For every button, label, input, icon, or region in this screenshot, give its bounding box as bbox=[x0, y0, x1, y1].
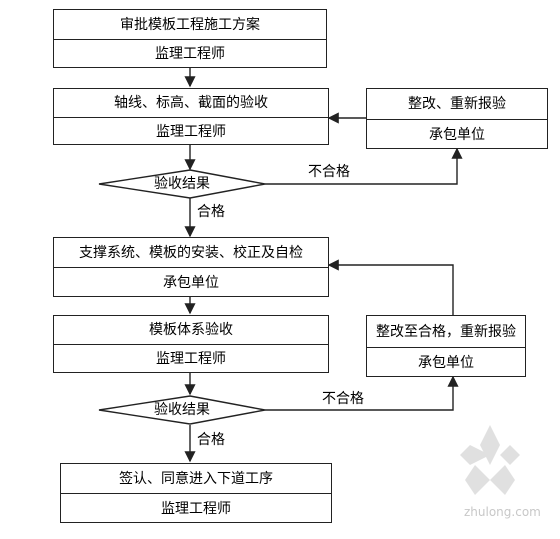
node-sign-off: 签认、同意进入下道工序 监理工程师 bbox=[60, 463, 332, 523]
node-rectify-2: 整改至合格，重新报验 承包单位 bbox=[366, 315, 526, 377]
node-rectify-2-title: 整改至合格，重新报验 bbox=[376, 323, 516, 340]
edge-fail-1-label: 不合格 bbox=[308, 164, 350, 180]
decision-1-label: 验收结果 bbox=[154, 176, 210, 192]
node-rectify-1-role: 承包单位 bbox=[429, 126, 485, 143]
node-check-system-role: 监理工程师 bbox=[156, 351, 226, 367]
node-rectify-1: 整改、重新报验 承包单位 bbox=[366, 88, 548, 149]
watermark-text: zhulong.com bbox=[464, 505, 541, 519]
node-check-axis: 轴线、标高、截面的验收 监理工程师 bbox=[53, 88, 329, 145]
node-install-role: 承包单位 bbox=[163, 274, 219, 291]
node-check-axis-role: 监理工程师 bbox=[156, 123, 226, 140]
node-install-title: 支撑系统、模板的安装、校正及自检 bbox=[79, 244, 303, 261]
node-check-system-title: 模板体系验收 bbox=[149, 322, 233, 338]
node-rectify-2-role: 承包单位 bbox=[418, 354, 474, 371]
edge-fail-2-label: 不合格 bbox=[322, 391, 364, 407]
watermark-logo bbox=[460, 425, 520, 495]
arrow-rectify2-to-install bbox=[327, 259, 454, 315]
decision-diamond-1 bbox=[98, 169, 266, 199]
edge-pass-1-label: 合格 bbox=[197, 204, 225, 220]
arrow-fail2-to-rectify2 bbox=[265, 375, 459, 411]
node-approve-plan-role: 监理工程师 bbox=[155, 46, 225, 62]
node-approve-plan-title: 审批模板工程施工方案 bbox=[120, 16, 260, 33]
decision-diamond-2 bbox=[98, 395, 266, 425]
node-approve-plan: 审批模板工程施工方案 监理工程师 bbox=[53, 9, 327, 68]
decision-2-label: 验收结果 bbox=[154, 402, 210, 418]
node-check-axis-title: 轴线、标高、截面的验收 bbox=[114, 95, 268, 111]
node-install: 支撑系统、模板的安装、校正及自检 承包单位 bbox=[53, 237, 329, 297]
node-check-system: 模板体系验收 监理工程师 bbox=[53, 315, 329, 373]
node-sign-off-role: 监理工程师 bbox=[161, 500, 231, 517]
arrow-fail1-to-rectify1 bbox=[265, 147, 463, 185]
node-sign-off-title: 签认、同意进入下道工序 bbox=[119, 470, 273, 487]
edge-pass-2-label: 合格 bbox=[197, 432, 225, 448]
node-rectify-1-title: 整改、重新报验 bbox=[408, 96, 506, 112]
